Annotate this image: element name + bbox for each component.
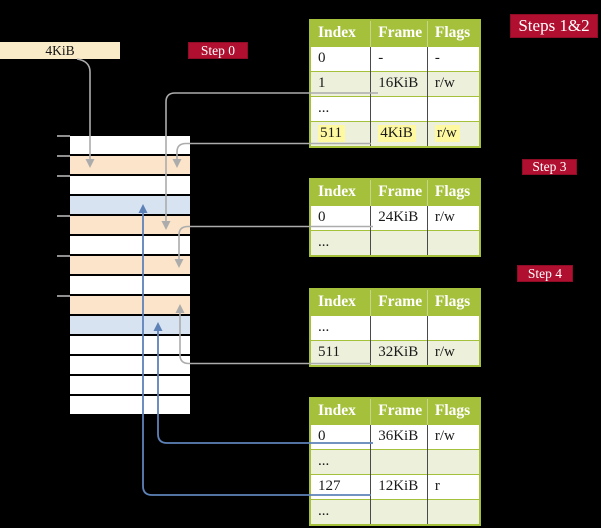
memory-frame-row-white: [70, 356, 190, 376]
col-header-index: Index: [310, 289, 372, 316]
cell-frame: [370, 230, 428, 256]
cell-flags: r/w: [427, 121, 480, 147]
cell-index: 0: [310, 46, 372, 72]
col-header-frame: Frame: [370, 398, 428, 425]
table-row: 1 16KiB r/w: [310, 71, 480, 97]
memory-frame-row-peach: [70, 256, 190, 276]
cell-flags: r/w: [427, 71, 480, 97]
page-table-4: Index Frame Flags 0 36KiB r/w ... 127 12…: [309, 397, 481, 526]
highlight: 4KiB: [378, 125, 416, 142]
table-row-ellipsis: ...: [310, 96, 480, 122]
cell-flags: r/w: [427, 340, 480, 366]
cell-index: ...: [310, 96, 372, 122]
badge-steps-1-2: Steps 1&2: [510, 14, 598, 38]
cell-flags: r/w: [427, 205, 480, 231]
memory-frame-row-peach: [70, 156, 190, 176]
cell-frame: 4KiB: [370, 121, 428, 147]
cell-flags: [427, 230, 480, 256]
cell-frame: [370, 449, 428, 475]
badge-step-3: Step 3: [522, 159, 577, 175]
cell-index: 511: [310, 340, 372, 366]
address-tick: [57, 295, 70, 297]
cell-index: 0: [310, 424, 372, 450]
col-header-frame: Frame: [370, 179, 428, 206]
cell-index: ...: [310, 449, 372, 475]
table-row-ellipsis: ...: [310, 449, 480, 475]
address-tick: [57, 175, 70, 177]
cell-flags: -: [427, 46, 480, 72]
page-table-3: Index Frame Flags ... 511 32KiB r/w: [309, 288, 481, 367]
cell-flags: r: [427, 474, 480, 500]
address-tick: [57, 155, 70, 157]
memory-frame-row-white: [70, 396, 190, 416]
memory-frame-row-peach: [70, 216, 190, 236]
col-header-flags: Flags: [427, 179, 480, 206]
badge-step-0: Step 0: [188, 42, 248, 59]
address-tick: [57, 135, 70, 137]
table-row-highlighted: 511 4KiB r/w: [310, 121, 480, 147]
cell-flags: r/w: [427, 424, 480, 450]
table-header-row: Index Frame Flags: [310, 20, 480, 47]
memory-frame-row-blue: [70, 316, 190, 336]
page-table-1: Index Frame Flags 0 - - 1 16KiB r/w ... …: [309, 19, 481, 148]
page-table-2: Index Frame Flags 0 24KiB r/w ...: [309, 178, 481, 257]
col-header-frame: Frame: [370, 289, 428, 316]
cell-index: 0: [310, 205, 372, 231]
memory-frame-row-white: [70, 376, 190, 396]
cell-frame: 24KiB: [370, 205, 428, 231]
cell-frame: [370, 315, 428, 341]
col-header-index: Index: [310, 20, 372, 47]
cell-frame: 16KiB: [370, 71, 428, 97]
memory-frame-row-white: [70, 276, 190, 296]
cell-index: 127: [310, 474, 372, 500]
table-header-row: Index Frame Flags: [310, 398, 480, 425]
address-tick: [57, 255, 70, 257]
memory-frame-row-blue: [70, 196, 190, 216]
table-row: 127 12KiB r: [310, 474, 480, 500]
cell-frame: 36KiB: [370, 424, 428, 450]
memory-frame-row-white: [70, 176, 190, 196]
memory-frame-row-white: [70, 336, 190, 356]
table-row: 0 36KiB r/w: [310, 424, 480, 450]
table-row: 0 24KiB r/w: [310, 205, 480, 231]
cell-frame: [370, 96, 428, 122]
memory-frame-row-white: [70, 236, 190, 256]
col-header-flags: Flags: [427, 398, 480, 425]
table-row-ellipsis: ...: [310, 315, 480, 341]
badge-step-4: Step 4: [517, 265, 573, 282]
highlight: 511: [318, 125, 345, 142]
cell-index: 1: [310, 71, 372, 97]
address-tick: [57, 215, 70, 217]
col-header-frame: Frame: [370, 20, 428, 47]
table-row-ellipsis: ...: [310, 230, 480, 256]
memory-frame-row-peach: [70, 296, 190, 316]
table-row-ellipsis: ...: [310, 499, 480, 525]
col-header-flags: Flags: [427, 20, 480, 47]
cell-index: ...: [310, 499, 372, 525]
cell-frame: 12KiB: [370, 474, 428, 500]
cell-frame: 32KiB: [370, 340, 428, 366]
cell-index: ...: [310, 230, 372, 256]
physical-memory-column: [57, 135, 190, 416]
table-row: 511 32KiB r/w: [310, 340, 480, 366]
highlight: r/w: [434, 125, 460, 142]
frame-address-label: 4KiB: [0, 42, 120, 59]
cell-frame: -: [370, 46, 428, 72]
col-header-flags: Flags: [427, 289, 480, 316]
col-header-index: Index: [310, 398, 372, 425]
table-row: 0 - -: [310, 46, 480, 72]
cell-flags: [427, 96, 480, 122]
cell-index: ...: [310, 315, 372, 341]
cell-flags: [427, 315, 480, 341]
memory-frame-row-white: [70, 136, 190, 156]
cell-flags: [427, 449, 480, 475]
table-header-row: Index Frame Flags: [310, 179, 480, 206]
cell-index: 511: [310, 121, 372, 147]
col-header-index: Index: [310, 179, 372, 206]
cell-flags: [427, 499, 480, 525]
cell-frame: [370, 499, 428, 525]
table-header-row: Index Frame Flags: [310, 289, 480, 316]
